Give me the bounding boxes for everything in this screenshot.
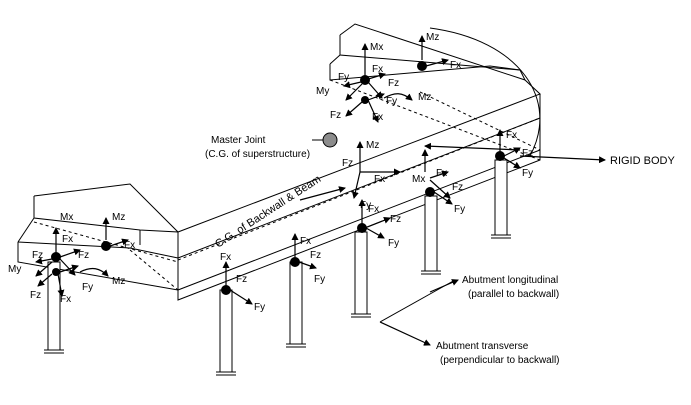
abutment-transverse-label: Abutment transverse xyxy=(436,341,529,352)
abutment-longitudinal-sublabel: (parallel to backwall) xyxy=(468,289,559,300)
label-my-left: My xyxy=(8,264,21,275)
piles xyxy=(44,159,511,376)
label-fy-pile6: Fy xyxy=(522,168,533,179)
rigid-body-label: RIGID BODY xyxy=(610,155,675,167)
pile-6 xyxy=(494,159,508,236)
label-fx-beam: Fx xyxy=(374,174,385,185)
label-fz-pile3: Fz xyxy=(310,250,321,261)
label-fy-pile5: Fy xyxy=(454,204,465,215)
label-fx-left2: Fx xyxy=(60,294,71,305)
label-fy-pile2: Fy xyxy=(254,302,265,313)
label-fx-top: Fx xyxy=(372,64,383,75)
master-joint-sublabel: (C.G. of superstructure) xyxy=(205,149,310,160)
label-fz-pile6: Fz xyxy=(522,148,533,159)
abutment-outline xyxy=(17,23,541,301)
label-mx-left: Mx xyxy=(60,212,73,223)
label-my-top: My xyxy=(316,86,329,97)
abutment-transverse-sublabel: (perpendicular to backwall) xyxy=(440,355,560,366)
rigid-body-curve xyxy=(429,27,541,157)
label-mx-pile5: Mx xyxy=(412,174,425,185)
label-fx-pile4: Fx xyxy=(368,204,379,215)
label-fy-pile3: Fy xyxy=(314,274,325,285)
label-fx-pile5a: Fx xyxy=(436,168,447,179)
pile-3 xyxy=(289,261,303,345)
label-fz-left3: Fz xyxy=(30,290,41,301)
label-fz-pile4: Fz xyxy=(390,214,401,225)
pile-4 xyxy=(354,231,368,315)
label-mx-top: Mx xyxy=(370,42,383,53)
label-fz-top: Fz xyxy=(388,78,399,89)
label-mz-left2: Mz xyxy=(112,276,125,287)
label-mz-left: Mz xyxy=(112,212,125,223)
pile-2 xyxy=(219,289,233,373)
label-fy-top2: Fy xyxy=(386,96,397,107)
label-fx-top2: Fx xyxy=(372,112,383,123)
label-mz-beam: Mz xyxy=(366,140,379,151)
label-fz-top2: Fz xyxy=(330,110,341,121)
label-fy-top: Fy xyxy=(338,72,349,83)
pile-5 xyxy=(424,195,438,272)
label-mz-top: Mz xyxy=(426,32,439,43)
label-fy-beam: Fy xyxy=(360,200,371,211)
label-fy-left: Fy xyxy=(82,282,93,293)
force-labels: Mx Mz Fx Fx Fy Fz My Fy Mz Fz Fx Mz Fz F… xyxy=(8,32,533,313)
label-fz-pile2: Fz xyxy=(236,274,247,285)
abutment-longitudinal-label: Abutment longitudinal xyxy=(462,275,558,286)
label-fy-pile4: Fy xyxy=(388,238,399,249)
label-fx-left-right: Fx xyxy=(124,240,135,251)
label-fz-left2: Fz xyxy=(78,250,89,261)
label-fz-pile5: Fz xyxy=(452,182,463,193)
label-fx-top-right: Fx xyxy=(450,60,461,71)
master-joint-marker xyxy=(322,132,338,148)
force-arrows xyxy=(35,27,606,346)
master-joint-label: Master Joint xyxy=(211,135,266,146)
label-mz-top2: Mz xyxy=(418,92,431,103)
label-fz-beam: Fz xyxy=(342,158,353,169)
label-fz-left: Fz xyxy=(32,250,43,261)
joint-dots xyxy=(51,61,505,295)
label-fx-pile2: Fx xyxy=(220,252,231,263)
label-fx-left: Fx xyxy=(62,234,73,245)
label-fx-pile3: Fx xyxy=(300,236,311,247)
label-fx-pile6: Fx xyxy=(506,130,517,141)
